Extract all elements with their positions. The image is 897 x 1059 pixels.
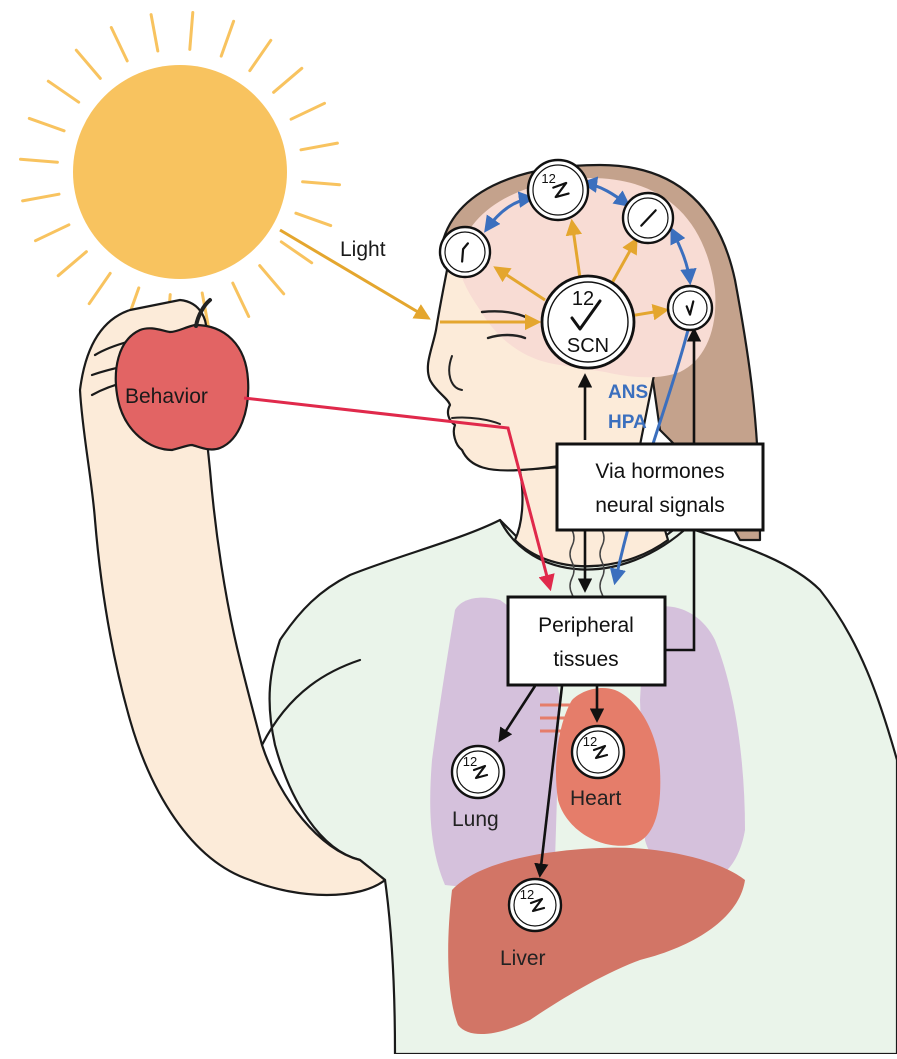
sun-ray	[260, 266, 284, 294]
heart-clock-rim	[572, 726, 624, 778]
brain-clock-top-twelve: 12	[541, 171, 555, 186]
sun-ray	[301, 143, 337, 150]
clock-icon	[623, 193, 673, 243]
heart-clock-twelve: 12	[583, 734, 597, 749]
via-hormones-line1: Via hormones	[595, 460, 724, 483]
clock-icon	[668, 286, 712, 330]
brain-clock-small-rim	[668, 286, 712, 330]
brain-clock-top-rim	[528, 160, 588, 220]
lung-clock-twelve: 12	[463, 754, 477, 769]
sun-ray	[291, 103, 324, 119]
clock-icon: 12	[452, 746, 504, 798]
via-hormones-box: Via hormones neural signals	[557, 444, 763, 530]
sun-ray	[21, 159, 58, 162]
clock-icon: 12	[528, 160, 588, 220]
scn-label: SCN	[567, 335, 609, 357]
heart-label: Heart	[570, 787, 622, 810]
sun-ray	[111, 28, 127, 61]
sun-ray	[89, 273, 110, 303]
liver-clock-twelve: 12	[520, 887, 534, 902]
light-label: Light	[340, 238, 386, 261]
brain-clock-left-rim	[440, 227, 490, 277]
peripheral-tissues-box: Peripheral tissues	[508, 597, 665, 685]
sun-ray	[36, 225, 69, 241]
peripheral-line1: Peripheral	[538, 614, 634, 637]
sun-ray	[48, 81, 78, 102]
liver-label: Liver	[500, 947, 546, 970]
sun-ray	[296, 213, 331, 225]
peripheral-line2: tissues	[553, 648, 618, 671]
sun-ray	[190, 13, 193, 50]
hpa-label: HPA	[608, 412, 647, 433]
via-hormones-line2: neural signals	[595, 494, 725, 517]
liver-clock-rim	[509, 879, 561, 931]
lung-clock-rim	[452, 746, 504, 798]
sun-ray	[303, 182, 340, 185]
sun-ray	[233, 283, 249, 316]
behavior-label: Behavior	[125, 385, 208, 408]
clock-icon: 12	[509, 879, 561, 931]
sun-ray	[274, 68, 302, 92]
sun-ray	[250, 40, 271, 70]
sun-ray	[151, 15, 158, 51]
clock-icon: 12	[572, 726, 624, 778]
clock-icon	[440, 227, 490, 277]
sun-ray	[58, 252, 86, 276]
sun-icon	[21, 13, 340, 332]
sun-ray	[76, 50, 100, 78]
lung-label: Lung	[452, 808, 499, 831]
scn-clock-twelve: 12	[572, 288, 594, 310]
ans-label: ANS	[608, 382, 648, 403]
sun-ray	[221, 21, 233, 56]
sun-ray	[23, 194, 59, 201]
sun-disc	[73, 65, 287, 279]
sun-ray	[29, 118, 64, 130]
